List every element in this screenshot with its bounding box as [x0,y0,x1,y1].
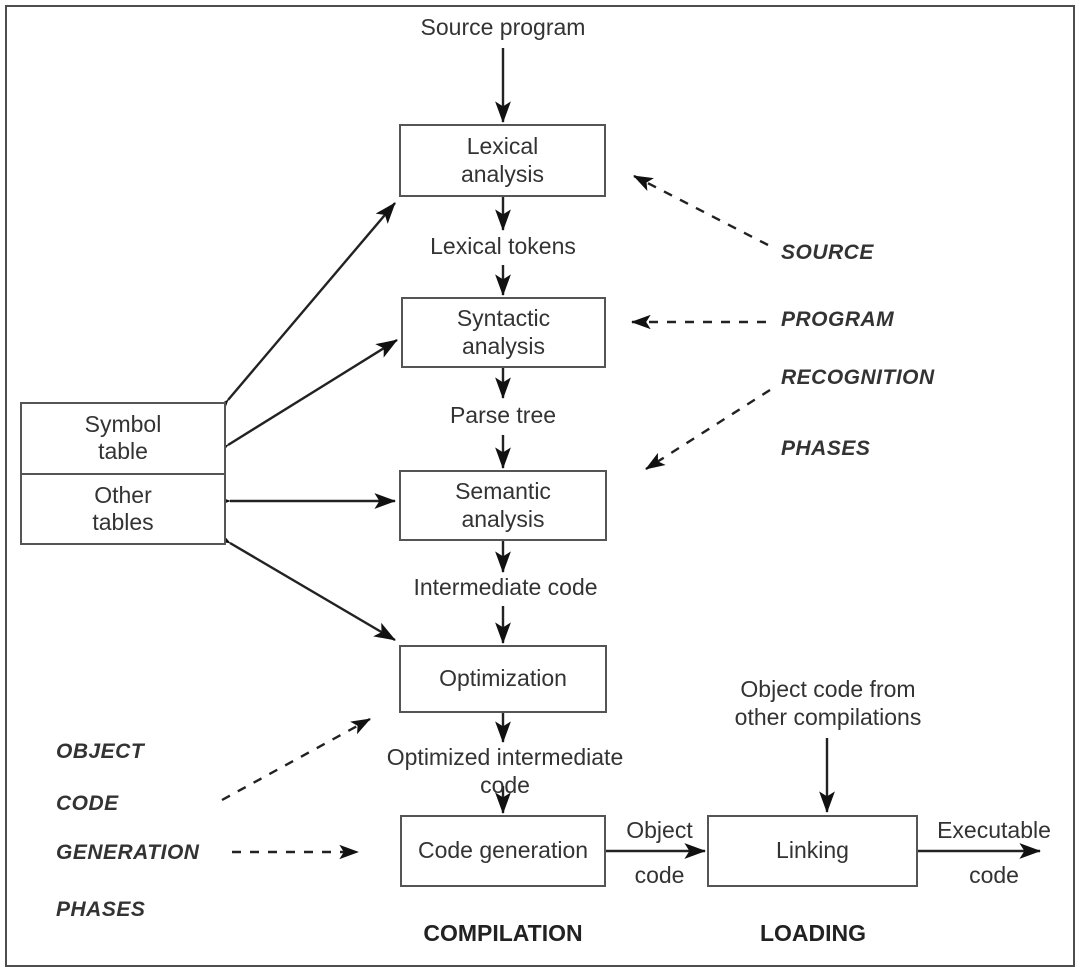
label-executable-code-line2: code [969,862,1019,888]
box-semantic-analysis[interactable]: Semantic analysis [399,470,607,541]
box-semantic-analysis-line1: Semantic [455,478,551,505]
phase-label-recognition: RECOGNITION [781,366,935,389]
box-syntactic-analysis-line1: Syntactic [456,305,551,332]
box-semantic-analysis-line2: analysis [461,505,545,532]
box-optimization[interactable]: Optimization [399,645,607,713]
label-intermediate-code: Intermediate code [413,574,598,600]
box-linking[interactable]: Linking [707,815,918,887]
label-lexical-tokens: Lexical tokens [430,233,576,259]
box-linking-line1: Linking [776,837,849,864]
box-optimization-line1: Optimization [439,665,567,692]
other-tables-line1: Other [94,481,152,508]
label-parse-tree: Parse tree [449,402,557,428]
label-object-code-line1: Object [626,817,693,843]
box-code-generation[interactable]: Code generation [400,815,606,887]
symbol-table-cell[interactable]: Symbol table [22,404,224,475]
phase-label-source: SOURCE [781,241,874,264]
phase-label-program: PROGRAM [781,308,895,331]
label-othercode-line1: Object code from [740,676,916,702]
label-source-program: Source program [420,14,586,40]
label-optimized-line1: Optimized intermediate [386,744,624,770]
label-othercode-line2: other compilations [734,703,922,730]
box-lexical-analysis-line1: Lexical [466,133,539,160]
label-optimized-intermediate-code: Optimized intermediate code [370,744,640,799]
section-heading-compilation: COMPILATION [423,920,583,946]
other-tables-cell[interactable]: Other tables [22,475,224,544]
phase-label-code: CODE [56,792,119,815]
symbol-table-line1: Symbol [84,411,162,438]
phase-label-generation: GENERATION [56,841,200,864]
phase-label-generation-phases: PHASES [56,898,146,921]
box-lexical-analysis[interactable]: Lexical analysis [399,124,606,197]
tables-box[interactable]: Symbol table Other tables [20,402,226,545]
label-optimized-line2: code [480,771,530,798]
box-syntactic-analysis-line2: analysis [461,332,546,359]
label-executable-code-line1: Executable [937,817,1051,843]
other-tables-line2: tables [92,508,154,535]
label-object-code-line2: code [634,862,685,888]
symbol-table-line2: table [98,438,148,465]
label-object-code-from-other-compilations: Object code from other compilations [703,676,953,731]
box-lexical-analysis-line2: analysis [460,160,545,187]
phase-label-object: OBJECT [56,740,145,763]
section-heading-loading: LOADING [759,920,867,946]
box-syntactic-analysis[interactable]: Syntactic analysis [401,297,606,368]
box-code-generation-line1: Code generation [417,837,589,864]
phase-label-recognition-phases: PHASES [781,437,871,460]
